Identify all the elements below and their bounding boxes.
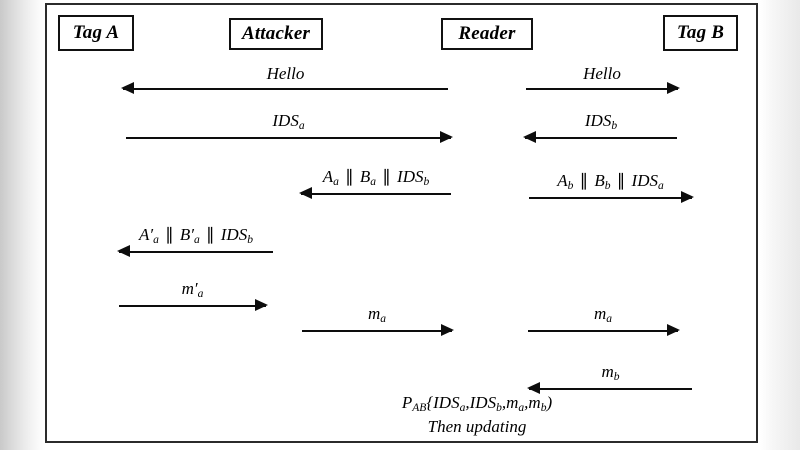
arrow-head-right-icon [441,324,454,336]
message-label: Aa ∥ Ba ∥ IDSb [322,167,430,189]
arrow-line [119,305,266,307]
message-label: Hello [583,64,621,84]
note-pab: PAB{IDSa,IDSb,ma,mb) [401,393,553,415]
entity-box-tag-a: Tag A [58,15,134,51]
diagram-frame: Tag A Attacker Reader Tag B Hello Hello … [45,3,758,443]
message-label: A′a ∥ B′a ∥ IDSb [138,225,253,247]
message-label: ma [593,304,613,326]
arrow-head-right-icon [667,324,680,336]
note-then-updating: Then updating [427,417,527,436]
arrow-head-left-icon [117,245,130,257]
arrow-head-right-icon [255,299,268,311]
arrow-line [528,330,678,332]
arrow-line [302,330,452,332]
message-label: mb [601,362,620,384]
arrow-line [126,137,451,139]
entity-label-reader: Reader [458,23,516,44]
message-label: m′a [181,279,204,301]
arrow-head-right-icon [440,131,453,143]
arrow-line [525,137,677,139]
entity-label-tag-a: Tag A [72,22,120,43]
arrow-line [119,251,273,253]
entity-label-attacker: Attacker [241,23,311,44]
right-edge-shading [760,0,800,450]
entity-box-attacker: Attacker [229,18,323,50]
arrow-head-right-icon [667,82,680,94]
message-label: Hello [266,64,305,84]
arrow-line [123,88,448,90]
arrow-line [301,193,451,195]
arrow-head-left-icon [523,131,536,143]
message-label: IDSa [272,111,305,133]
entity-label-tag-b: Tag B [676,22,725,43]
arrow-line [529,388,692,390]
entity-box-reader: Reader [441,18,533,50]
arrow-line [529,197,692,199]
arrow-head-left-icon [299,187,312,199]
message-label: Ab ∥ Bb ∥ IDSa [557,171,664,193]
message-label: ma [367,304,387,326]
arrow-head-left-icon [527,382,540,394]
entity-box-tag-b: Tag B [663,15,738,51]
arrow-head-right-icon [681,191,694,203]
arrow-line [526,88,678,90]
message-label: IDSb [584,111,618,133]
arrow-head-left-icon [121,82,134,94]
left-edge-shading [0,0,46,450]
